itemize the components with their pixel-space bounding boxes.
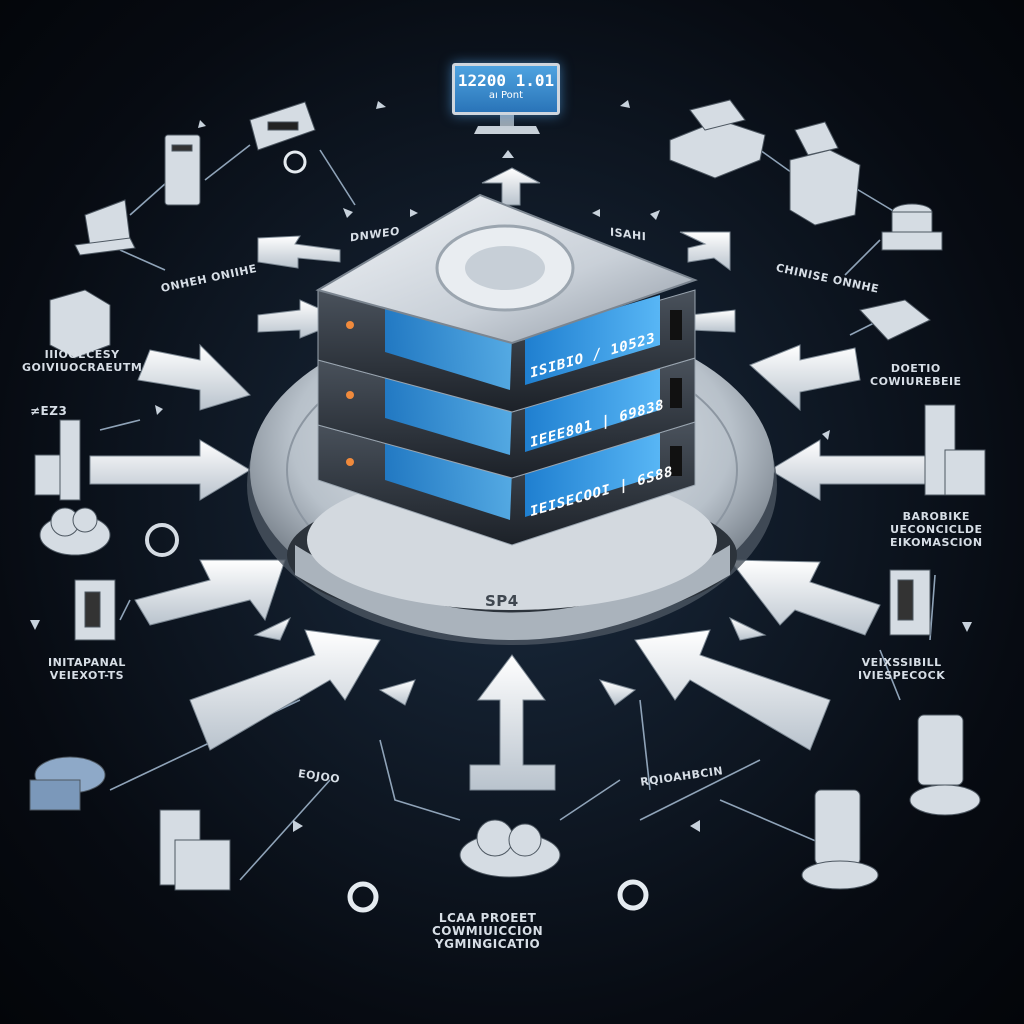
tower-pc-icon-3: [75, 580, 115, 640]
monitor-screen: 12200 1.01 aı Pont: [452, 63, 560, 115]
arrow-top-right: [680, 232, 730, 270]
arrow-right-1: [750, 345, 860, 410]
arrow-left-1: [138, 345, 250, 410]
arrow-small-br2: [600, 680, 635, 705]
server-base-label: SP4: [485, 595, 519, 608]
arrow-right-2: [770, 440, 930, 500]
arrow-left-2: [90, 440, 250, 500]
label-mid-right: BAROBIKE UECONCICLDE EIKOMASCION: [890, 510, 983, 549]
tower-pc-icon-5: [160, 810, 230, 890]
arrow-small-bl: [255, 618, 290, 640]
arrow-left-3: [135, 560, 285, 625]
label-lower-left: INITAPANAL VEIEXOT-TS: [48, 656, 126, 682]
server-stack: [318, 195, 695, 545]
arrow-bottom: [470, 655, 555, 790]
arrow-lower-left: [190, 630, 380, 750]
switch-icon: [35, 420, 80, 500]
cloud-icon-bottom: [460, 820, 560, 877]
arrow-top-left: [258, 236, 340, 268]
arrow-right-3: [730, 560, 880, 635]
router-icon-2: [860, 300, 930, 340]
tower-pc-icon-2: [925, 405, 985, 495]
tower-pc-icon-4: [890, 570, 930, 635]
arrow-lower-right: [635, 630, 830, 750]
monitor-line-1: 12200 1.01: [455, 66, 557, 90]
router-icon: [250, 102, 315, 150]
globe-icon: [30, 757, 105, 810]
printer-icon-2: [790, 122, 860, 225]
laptop-icon: [75, 200, 135, 255]
arrow-small-br: [730, 618, 765, 640]
monitor-line-2: aı Pont: [455, 90, 557, 102]
label-upper-left: IIIOOECESY GOIVIUOCRAEUTM: [22, 348, 142, 374]
globe-icon-2: [147, 525, 177, 555]
arrow-small-bl2: [380, 680, 415, 705]
arrow-upper-right: [690, 310, 735, 332]
label-upper-right: DOETIO COWIUREBEIE: [870, 362, 962, 388]
monitor-icon: [474, 112, 540, 134]
label-lower-right: VEIXSSIBILL IVIESPECOCK: [858, 656, 945, 682]
disk-icon: [882, 204, 942, 250]
cloud-icon: [40, 508, 110, 555]
printer-icon: [670, 100, 765, 178]
tower-pc-icon: [165, 135, 200, 205]
lock-icon: [910, 715, 980, 815]
label-mid-left-code: ≠EZ3: [30, 405, 67, 418]
label-bottom: LCAA PROEET COWMIUICCION YGMINGICATIO: [432, 912, 543, 951]
